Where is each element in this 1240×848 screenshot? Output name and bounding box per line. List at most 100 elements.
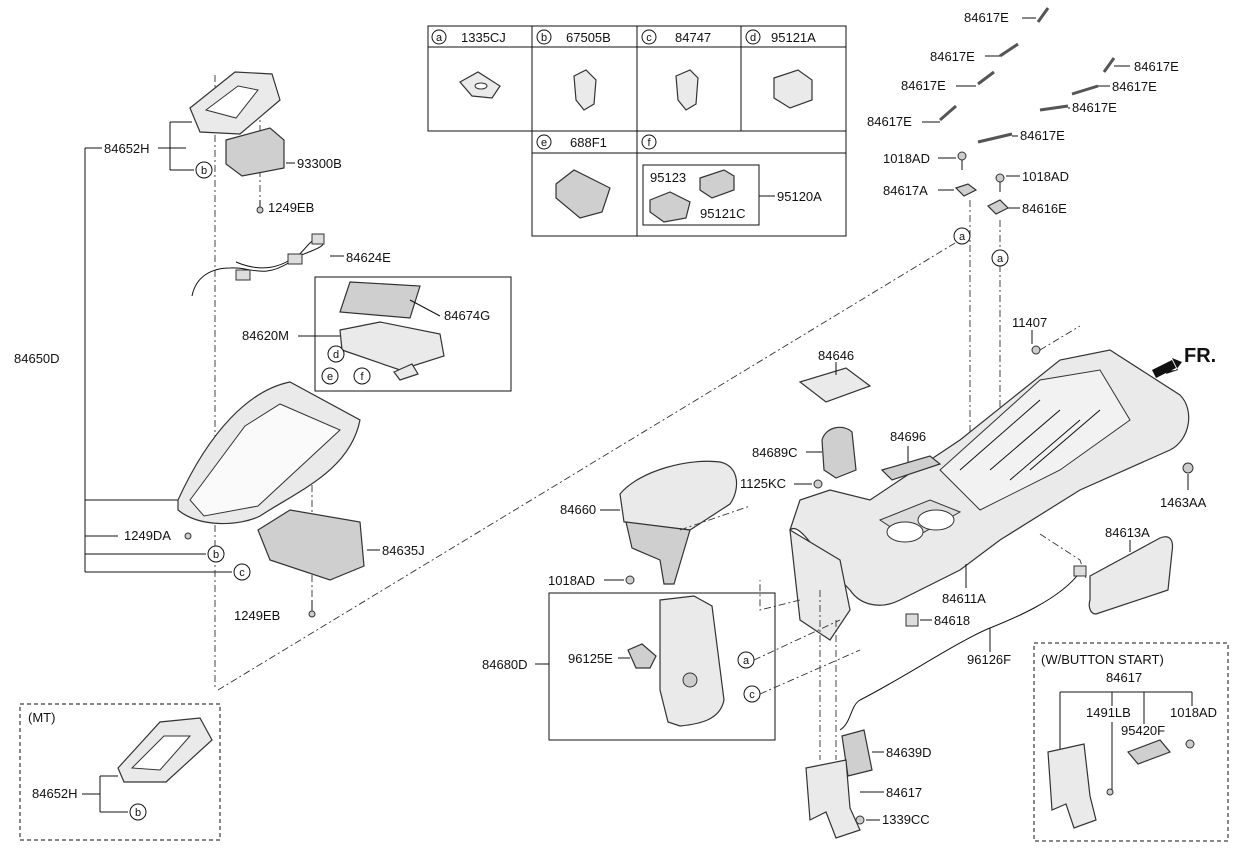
label-84617E-3: 84617E xyxy=(1134,59,1179,74)
clip-67505B-image xyxy=(573,69,597,111)
bs-module-95420F-image xyxy=(1126,739,1172,765)
label-84613A: 84613A xyxy=(1105,525,1150,540)
screw-1018AD-3 xyxy=(625,575,635,585)
main-console: 11407 FR. 84646 84689C 84696 1125KC xyxy=(482,315,1216,839)
clip-1463AA xyxy=(1182,462,1194,474)
mt-title: (MT) xyxy=(28,710,55,725)
label-1125KC: 1125KC xyxy=(740,476,786,491)
callout-e-1: e xyxy=(321,367,339,385)
screw-1018AD-1 xyxy=(957,151,967,170)
label-96125E: 96125E xyxy=(568,651,613,666)
mt-box: (MT) 84652H b xyxy=(19,703,221,841)
fastener-group-top-right: 84617E 84617E 84617E 84617E 84617E 84617… xyxy=(867,7,1179,440)
part-84696-image xyxy=(880,455,942,481)
label-96126F: 96126F xyxy=(967,652,1011,667)
table-letter-e: e xyxy=(541,137,547,149)
table-cell-b: b 67505B xyxy=(536,29,611,111)
table-letter-d: d xyxy=(750,32,756,44)
bs-label-95420F: 95420F xyxy=(1121,723,1165,738)
label-84689C: 84689C xyxy=(752,445,798,460)
front-direction-arrow: FR. xyxy=(1152,345,1216,378)
label-1018AD-1: 1018AD xyxy=(883,151,930,166)
label-1249DA: 1249DA xyxy=(124,528,171,543)
label-84617: 84617 xyxy=(886,785,922,800)
pad-84674G-image xyxy=(339,281,421,319)
table-part-e: 688F1 xyxy=(570,135,607,150)
clip-84616E xyxy=(986,199,1010,215)
label-fr: FR. xyxy=(1184,345,1216,367)
svg-text:a: a xyxy=(997,253,1004,265)
switch-93300B-image xyxy=(225,127,285,177)
callout-a-2: a xyxy=(991,249,1009,267)
svg-text:b: b xyxy=(201,165,207,177)
label-1018AD-2: 1018AD xyxy=(1022,169,1069,184)
table-part-a: 1335CJ xyxy=(461,30,506,45)
svg-text:f: f xyxy=(360,371,364,383)
label-84624E: 84624E xyxy=(346,250,391,265)
button-start-box: (W/BUTTON START) 84617 1491LB 95420F 101… xyxy=(1033,642,1229,842)
label-84650D: 84650D xyxy=(14,351,60,366)
screw-1249DA xyxy=(184,532,192,540)
table-letter-a: a xyxy=(436,32,443,44)
svg-text:d: d xyxy=(333,349,339,361)
table-letter-b: b xyxy=(541,32,547,44)
svg-text:c: c xyxy=(749,689,755,701)
bracket-84617-image xyxy=(805,759,861,839)
label-84639D: 84639D xyxy=(886,745,932,760)
bs-label-84617: 84617 xyxy=(1106,670,1142,685)
label-1018AD-3: 1018AD xyxy=(548,573,595,588)
callout-d-1: d xyxy=(327,345,345,363)
bolt-1249EB-bottom xyxy=(308,600,316,618)
socket-688F1-image xyxy=(555,169,611,219)
label-93300B: 93300B xyxy=(297,156,342,171)
table-cell-d: d 95121A xyxy=(745,29,816,109)
label-84617E-4: 84617E xyxy=(901,78,946,93)
callout-c-1: c xyxy=(233,563,251,581)
label-11407: 11407 xyxy=(1012,315,1047,330)
screw-1125KC xyxy=(813,479,823,489)
bs-bracket-image xyxy=(1047,743,1097,829)
f-part-95120A: 95120A xyxy=(777,189,822,204)
nut-1339CC xyxy=(855,815,865,825)
label-1249EB-top: 1249EB xyxy=(268,200,314,215)
lighter-cap-image xyxy=(649,191,691,223)
svg-text:a: a xyxy=(959,231,966,243)
table-cell-f: f 95123 95121C 95120A xyxy=(641,134,822,226)
label-1249EB-bottom: 1249EB xyxy=(234,608,280,623)
svg-text:a: a xyxy=(743,655,750,667)
label-1463AA: 1463AA xyxy=(1160,495,1207,510)
label-84620M: 84620M xyxy=(242,328,289,343)
clip-84747-image xyxy=(675,69,699,111)
callout-c-2: c xyxy=(743,685,761,703)
label-84696: 84696 xyxy=(890,429,926,444)
label-84617E-7: 84617E xyxy=(867,114,912,129)
label-84652H: 84652H xyxy=(104,141,150,156)
storage-84635J-image xyxy=(257,509,365,581)
svg-text:e: e xyxy=(327,371,333,383)
label-84674G: 84674G xyxy=(444,308,490,323)
table-part-c: 84747 xyxy=(675,30,711,45)
label-84617E-2: 84617E xyxy=(930,49,975,64)
callout-f-1: f xyxy=(353,367,371,385)
left-assembly: 84652H 93300B 1249EB 84624E 84674G 84620… xyxy=(14,71,512,690)
table-cell-c: c 84747 xyxy=(641,29,711,111)
label-84646: 84646 xyxy=(818,348,854,363)
pad-84646-image xyxy=(798,367,872,403)
cigar-lighter-image xyxy=(699,169,735,199)
bs-title: (W/BUTTON START) xyxy=(1041,652,1164,667)
table-letter-c: c xyxy=(646,32,652,44)
bolt-11407 xyxy=(1031,345,1041,355)
label-84617E-5: 84617E xyxy=(1112,79,1157,94)
bolt-1249EB-top xyxy=(256,200,264,214)
label-84680D: 84680D xyxy=(482,657,528,672)
table-cell-a: a 1335CJ xyxy=(431,29,506,99)
panel-84620M-image xyxy=(339,321,445,371)
screw-1018AD-2 xyxy=(995,173,1005,192)
callout-a-1: a xyxy=(953,227,971,245)
table-part-d: 95121A xyxy=(771,30,816,45)
svg-text:b: b xyxy=(213,549,219,561)
pad-84613A-image xyxy=(1088,536,1174,615)
cover-95121A-image xyxy=(773,69,813,109)
clip-84617A xyxy=(954,183,978,197)
